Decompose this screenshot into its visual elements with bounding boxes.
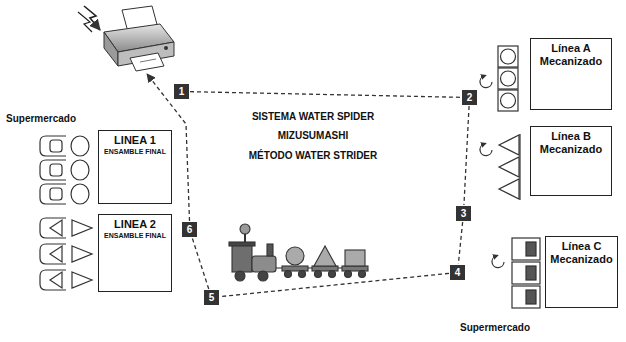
dashed-route [220, 273, 449, 296]
train-illustration [229, 224, 368, 281]
machining-line-box: Línea CMecanizado [545, 236, 618, 308]
assembly-line-box: LINEA 2ENSAMBLE FINAL [98, 214, 172, 292]
box-subtitle: Mecanizado [533, 143, 609, 156]
dashed-route [464, 106, 469, 205]
dashed-route [458, 222, 462, 264]
diagram-heading: SISTEMA WATER SPIDER [233, 111, 393, 122]
cycle-arrow [480, 76, 492, 88]
parts-shelf [498, 46, 518, 111]
cycle-arrow [492, 256, 504, 268]
dashed-route [192, 238, 209, 289]
box-subtitle: ENSAMBLE FINAL [101, 231, 169, 240]
area-label: Supermercado [6, 113, 96, 124]
printer-icon [78, 6, 174, 71]
step-number: 3 [456, 206, 471, 221]
cycle-arrow [480, 144, 492, 156]
step-number: 5 [204, 290, 219, 305]
area-label: Supermercado [440, 322, 550, 333]
box-subtitle: ENSAMBLE FINAL [101, 147, 169, 156]
box-title: Línea A [533, 42, 609, 55]
step-number: 4 [450, 265, 465, 280]
parts-shelf [512, 238, 540, 308]
box-title: 3 [456, 206, 471, 221]
dashed-route [190, 92, 461, 98]
supermarket-bins [40, 218, 92, 290]
box-title: Línea B [533, 130, 609, 143]
box-title: 2 [462, 90, 477, 105]
step-number: 6 [182, 222, 197, 237]
supermarket-bins [40, 136, 89, 204]
box-title: Línea C [548, 240, 615, 253]
machining-line-box: Línea BMecanizado [530, 126, 612, 196]
box-title: 5 [204, 290, 219, 305]
box-title: LINEA 1 [101, 134, 169, 147]
diagram-heading: MÉTODO WATER STRIDER [233, 150, 393, 161]
box-title: LINEA 2 [101, 218, 169, 231]
assembly-line-box: LINEA 1ENSAMBLE FINAL [98, 130, 172, 204]
machining-line-box: Línea AMecanizado [530, 38, 612, 110]
diagram-heading: MIZUSUMASHI [233, 130, 393, 141]
step-number: 1 [174, 84, 189, 99]
box-title: 1 [174, 84, 189, 99]
parts-shelf [499, 134, 520, 200]
step-number: 2 [462, 90, 477, 105]
box-subtitle: Mecanizado [533, 55, 609, 68]
box-title: 6 [182, 222, 197, 237]
box-title: 4 [450, 265, 465, 280]
box-subtitle: Mecanizado [548, 253, 615, 266]
